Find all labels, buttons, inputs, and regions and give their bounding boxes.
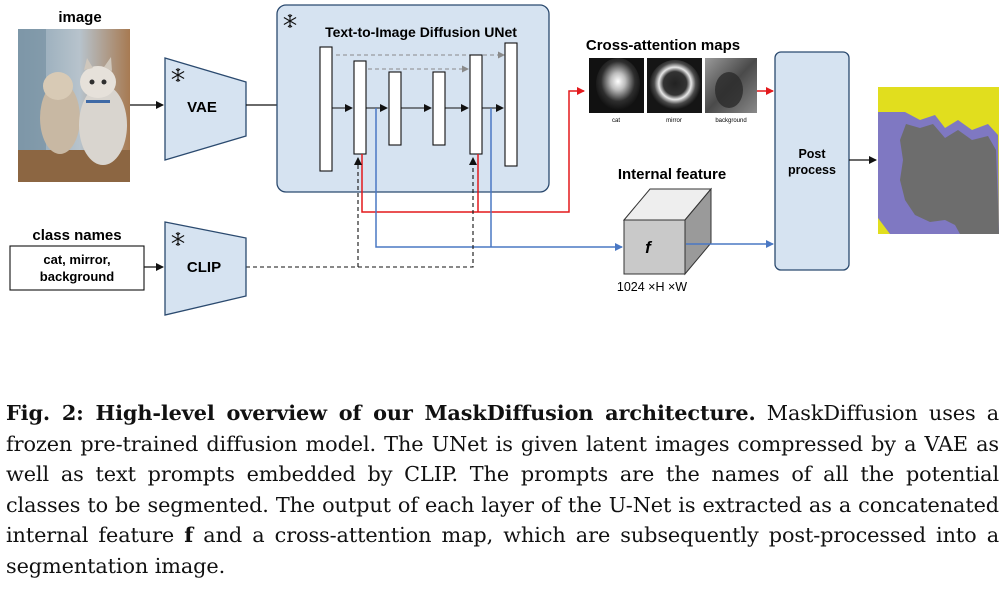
internal-feature-title: Internal feature (618, 166, 726, 183)
clip-conditioning-branch (358, 157, 477, 268)
class-names-title: class names (32, 227, 121, 244)
clip-block (164, 221, 247, 316)
post-process-label-2: process (788, 163, 836, 177)
post-process-block (774, 51, 850, 271)
figure-caption: Fig. 2: High-level overview of our MaskD… (6, 398, 999, 581)
xattn-map-cat (589, 58, 644, 113)
internal-feature-cube (622, 187, 713, 276)
caption-heading: Fig. 2: High-level overview of our MaskD… (6, 400, 756, 425)
xattn-label-background: background (715, 118, 746, 124)
vae-block (164, 57, 247, 161)
class-names-box (9, 245, 145, 291)
xattn-map-mirror (647, 58, 702, 113)
architecture-diagram: image VAE Text-to-Image Diffusion UNet (9, 4, 999, 316)
xattn-label-mirror: mirror (666, 118, 682, 124)
caption-feature-symbol: f (184, 522, 194, 547)
caption-body: MaskDiffusion uses a frozen pre-trained … (6, 401, 999, 547)
xattn-label-cat: cat (612, 118, 620, 124)
caption-tail: and a cross-attention map, which are sub… (6, 523, 1000, 578)
feature-dims: 1024 ×H ×W (617, 280, 687, 294)
segmentation-output (878, 87, 999, 234)
feature-symbol: f (645, 238, 653, 257)
input-image (18, 29, 130, 182)
unet-layer (353, 60, 367, 155)
image-label: image (58, 9, 101, 26)
unet-layer (469, 54, 483, 155)
cross-attention-path (361, 87, 585, 213)
class-names-line2: background (40, 269, 114, 284)
feature-path (375, 108, 623, 251)
xattn-map-background (705, 58, 757, 113)
xattn-title: Cross-attention maps (586, 37, 740, 54)
clip-label: CLIP (187, 259, 221, 276)
unet-title: Text-to-Image Diffusion UNet (325, 24, 517, 40)
class-names-line1: cat, mirror, (43, 252, 110, 267)
unet-layer (388, 71, 402, 146)
unet-layer (319, 46, 333, 172)
post-process-label-1: Post (798, 147, 826, 161)
vae-label: VAE (187, 99, 217, 116)
unet-layer (432, 71, 446, 146)
unet-layer (504, 42, 518, 167)
